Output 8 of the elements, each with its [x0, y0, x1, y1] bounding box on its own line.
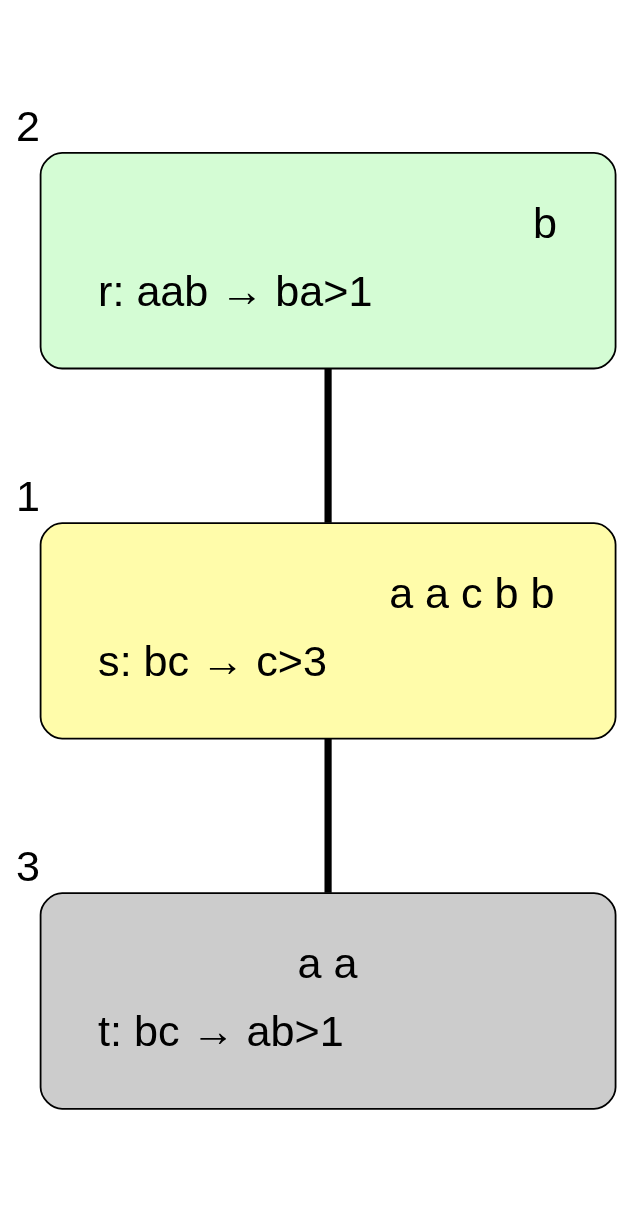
node-label: 1: [16, 471, 40, 520]
node-label: 2: [16, 101, 40, 150]
node-box: a a c b b s: bc → c>3: [39, 521, 617, 740]
node-box: a a t: bc → ab>1: [39, 891, 617, 1110]
connector: [324, 368, 332, 523]
connector: [324, 738, 332, 893]
node-label: 3: [16, 841, 40, 890]
node-box: b r: aab → ba>1: [39, 151, 617, 369]
